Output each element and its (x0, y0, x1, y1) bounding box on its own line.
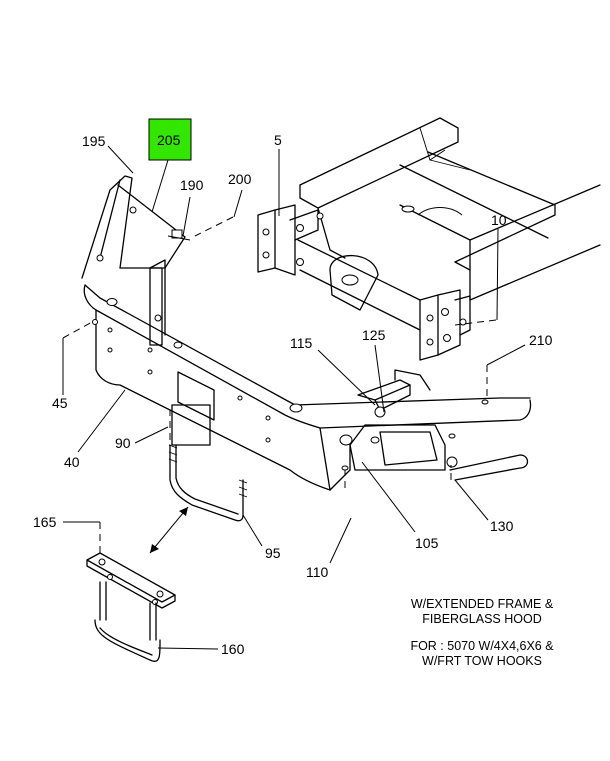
front-bumper (83, 284, 532, 491)
callout-95[interactable]: 95 (265, 545, 281, 561)
u-bolt (168, 404, 248, 522)
callout-210[interactable]: 210 (529, 332, 553, 348)
diagram-notes: W/EXTENDED FRAME & FIBERGLASS HOOD FOR :… (410, 597, 554, 668)
frame-mount-bracket-left (257, 204, 421, 331)
note-line-1: W/EXTENDED FRAME & (411, 597, 554, 611)
note-line-2: FIBERGLASS HOOD (422, 612, 541, 626)
callout-105[interactable]: 105 (415, 535, 439, 551)
callout-190[interactable]: 190 (180, 177, 204, 193)
bumper-support-bracket (81, 175, 191, 346)
callout-195[interactable]: 195 (82, 133, 106, 149)
clamp-assembly (86, 552, 176, 662)
movement-arrow (149, 506, 189, 554)
callout-5[interactable]: 5 (274, 132, 282, 148)
callout-40[interactable]: 40 (64, 454, 80, 470)
highlight-box-205 (148, 118, 192, 161)
leader-lines (62, 145, 526, 650)
note-line-3: FOR : 5070 W/4X4,6X6 & (410, 639, 554, 653)
callout-130[interactable]: 130 (490, 518, 514, 534)
callout-110[interactable]: 110 (306, 564, 329, 580)
callout-90[interactable]: 90 (115, 435, 131, 451)
frame-rails (299, 117, 601, 301)
tow-hook-assembly (339, 369, 529, 481)
callout-165[interactable]: 165 (33, 514, 57, 530)
callout-45[interactable]: 45 (52, 395, 68, 411)
frame-mount-bracket-right (419, 289, 471, 361)
callout-125[interactable]: 125 (362, 327, 386, 343)
callout-160[interactable]: 160 (221, 641, 245, 657)
callout-205[interactable]: 205 (157, 132, 181, 148)
callout-115[interactable]: 115 (290, 335, 313, 351)
alignment-lines (62, 216, 497, 555)
note-line-4: W/FRT TOW HOOKS (422, 654, 542, 668)
callout-10[interactable]: 10 (491, 212, 507, 228)
callout-labels: 205 195 190 200 5 10 45 40 90 95 165 160… (33, 132, 553, 657)
callout-200[interactable]: 200 (228, 171, 252, 187)
